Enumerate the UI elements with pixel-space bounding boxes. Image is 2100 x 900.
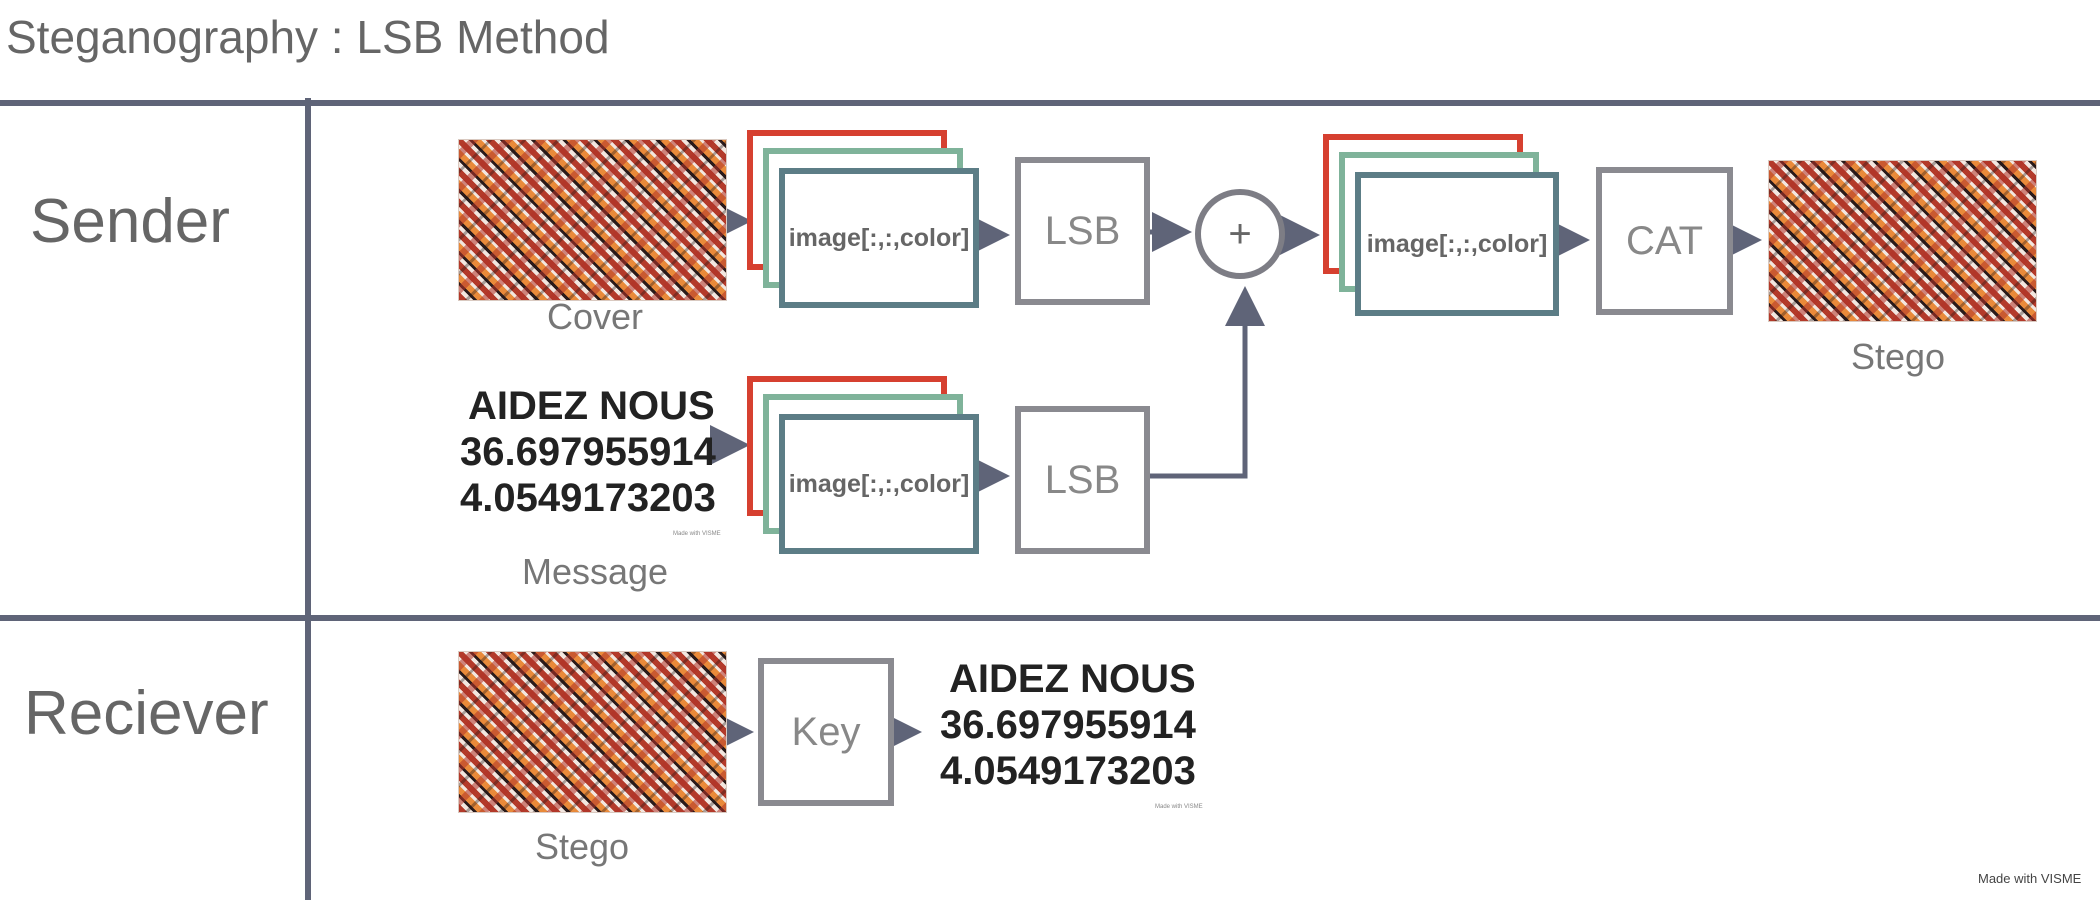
page-title: Steganography : LSB Method — [6, 11, 610, 63]
middle-divider — [0, 615, 2100, 621]
channel-stack-label: image[:,:,color] — [1366, 229, 1548, 258]
stego-caption-sender: Stego — [1851, 336, 1946, 377]
stego-image-output — [1768, 160, 2037, 322]
recovered-made-with-note: Made with VISME — [1155, 804, 1203, 810]
teal-channel-frame: image[:,:,color] — [779, 168, 979, 308]
message-line-2: 36.697955914 — [940, 703, 1196, 747]
channel-stack-label: image[:,:,color] — [788, 223, 970, 252]
message-line-3: 4.0549173203 — [460, 476, 716, 520]
message-line-3: 4.0549173203 — [940, 749, 1196, 793]
message-line-1: AIDEZ NOUS — [949, 657, 1196, 701]
key-box: Key — [758, 658, 894, 806]
cat-box: CAT — [1596, 167, 1733, 315]
arrow-lsb2-to-plus — [1150, 286, 1265, 479]
recovered-message-text: AIDEZ NOUS 36.697955914 4.0549173203 — [940, 656, 1196, 794]
teal-channel-frame: image[:,:,color] — [779, 414, 979, 554]
sender-row-label: Sender — [30, 187, 230, 256]
message-line-2: 36.697955914 — [460, 430, 716, 474]
cover-image — [458, 139, 727, 301]
message-caption: Message — [522, 551, 669, 592]
combine-plus-node: + — [1195, 189, 1285, 279]
lsb-box-message: LSB — [1015, 406, 1150, 554]
secret-message-text: AIDEZ NOUS 36.697955914 4.0549173203 — [460, 383, 716, 521]
cover-channel-stack: image[:,:,color] — [747, 130, 979, 308]
top-divider — [0, 100, 2100, 106]
message-line-1: AIDEZ NOUS — [468, 384, 715, 428]
stego-caption-receiver: Stego — [535, 826, 630, 867]
receiver-row-label: Reciever — [24, 679, 269, 748]
lsb-box-cover: LSB — [1015, 157, 1150, 305]
visme-watermark: Made with VISME — [1978, 871, 2082, 886]
cover-caption: Cover — [547, 296, 644, 337]
stego-channel-stack: image[:,:,color] — [1323, 134, 1559, 316]
message-channel-stack: image[:,:,color] — [747, 376, 979, 554]
label-column-divider — [305, 98, 311, 900]
teal-channel-frame: image[:,:,color] — [1355, 172, 1559, 316]
message-made-with-note: Made with VISME — [673, 531, 721, 537]
channel-stack-label: image[:,:,color] — [788, 469, 970, 498]
stego-image-input — [458, 651, 727, 813]
